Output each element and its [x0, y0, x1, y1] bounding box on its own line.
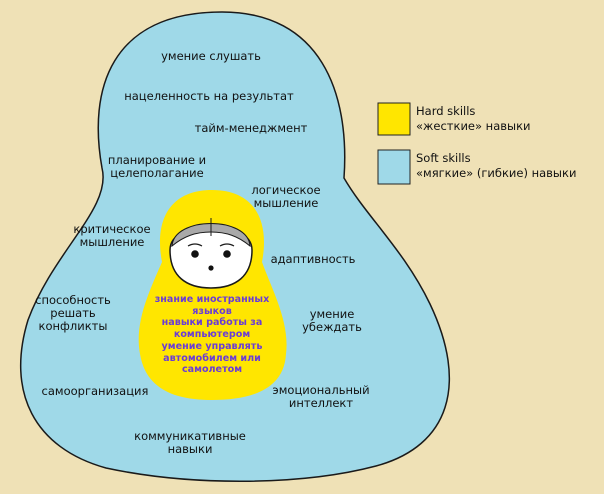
hard-skill-label: умение управлять автомобилем или самолет…: [161, 340, 263, 376]
soft-skill-label: самоорганизация: [41, 384, 149, 398]
soft-skill-label: коммуникативные навыки: [134, 429, 246, 457]
soft-skill-label: эмоциональный интеллект: [272, 383, 370, 411]
legend-soft-swatch: [377, 149, 411, 185]
hard-skill-label: знание иностранных языков: [154, 294, 270, 317]
soft-skill-label: адаптивность: [270, 252, 356, 266]
soft-skill-label: планирование и целеполагание: [107, 153, 207, 181]
hard-skills-list: знание иностранных языков навыки работы …: [138, 294, 286, 376]
soft-skill-label: способность решать конфликты: [35, 293, 111, 334]
soft-skill-label: логическое мышление: [251, 183, 321, 211]
soft-skill-label: критическое мышление: [73, 222, 151, 250]
soft-skill-label: тайм-менеджмент: [194, 121, 308, 135]
soft-skill-label: умение убеждать: [302, 307, 362, 335]
legend-hard-text: Hard skills «жесткие» навыки: [416, 104, 531, 133]
legend-soft-text: Soft skills «мягкие» (гибкие) навыки: [416, 151, 577, 180]
matryoshka-face-icon: [169, 218, 253, 289]
hard-skill-label: навыки работы за компьютером: [161, 317, 263, 341]
soft-skill-label: нацеленность на результат: [124, 89, 294, 103]
legend-hard-swatch: [377, 102, 411, 136]
soft-skill-label: умение слушать: [161, 49, 261, 63]
